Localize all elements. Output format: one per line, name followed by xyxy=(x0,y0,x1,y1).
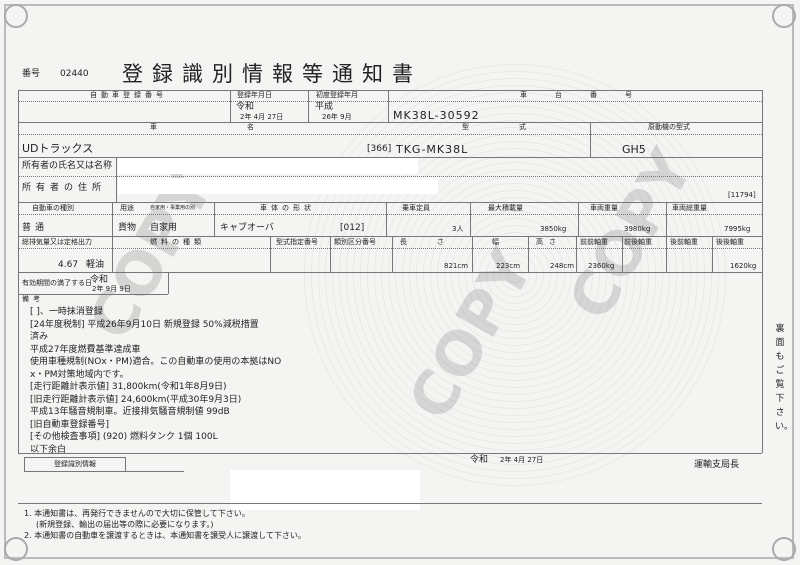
chassis-number: MK38L-30592 xyxy=(393,109,480,122)
rr-axle-value: 1620kg xyxy=(730,262,757,270)
model-label: 型式 xyxy=(462,123,576,131)
fuel-value: 軽油 xyxy=(86,260,105,270)
engine-type: GH5 xyxy=(622,143,646,156)
use-value: 貨物 xyxy=(118,223,137,233)
type-designation-label: 型式指定番号 xyxy=(276,238,318,246)
kind-value: 普通 xyxy=(22,223,49,233)
first-reg-label: 初度登録年月 xyxy=(316,91,358,99)
issuing-office: 運輸支局長 xyxy=(694,460,740,470)
displacement-value: 4.67 xyxy=(58,260,79,270)
corner-ornament-br xyxy=(772,537,796,561)
weight-label: 車両重量 xyxy=(590,204,618,212)
number-label: 番号 xyxy=(22,69,41,79)
max-load-value: 3850kg xyxy=(540,225,567,233)
owner-address-label: 所有者の住所 xyxy=(22,183,107,193)
kind-label: 自動車の種別 xyxy=(32,204,74,212)
length-value: 821cm xyxy=(444,262,469,270)
remarks-label: 備考 xyxy=(22,295,44,303)
remark-line: [旧走行距離計表示値] 24,600km(平成30年9月3日) xyxy=(30,394,242,405)
redacted-owner-name xyxy=(118,158,418,174)
corner-ornament-bl xyxy=(4,537,28,561)
remark-line: [その他検査事項] (920) 燃料タンク 1個 100L xyxy=(30,432,218,442)
body-code: [012] xyxy=(340,223,365,233)
body-value: キャブオーバ xyxy=(220,223,274,233)
weight-value: 3980kg xyxy=(624,225,651,233)
car-name-label: 車名 xyxy=(150,123,344,131)
owner-code: [11794] xyxy=(728,191,756,199)
private-value: 自家用 xyxy=(150,223,178,233)
remark-line: 済み xyxy=(30,332,49,342)
engine-type-label: 原動機の型式 xyxy=(648,123,690,131)
fr-axle-label: 前後軸重 xyxy=(624,238,652,246)
remark-line: 使用車種規制(NOx・PM)適合。この自動車の使用の本拠はNO xyxy=(30,357,282,367)
remark-line: [24年度税制] 平成26年9月10日 新規登録 50%減税措置 xyxy=(30,319,259,330)
chassis-label: 車台番号 xyxy=(520,91,660,99)
rr-axle-label: 後後軸重 xyxy=(716,238,744,246)
rf-axle-label: 後前軸重 xyxy=(670,238,698,246)
expiry-label: 有効期間の満了する日 xyxy=(22,279,92,287)
first-reg-era: 平成 xyxy=(315,102,334,112)
remarks-list: [ ]、一時抹消登録 [24年度税制] 平成26年9月10日 新規登録 50%減… xyxy=(30,306,281,456)
ff-axle-value: 2360kg xyxy=(588,262,615,270)
model-code: [366] xyxy=(367,144,392,154)
height-value: 248cm xyxy=(550,262,575,270)
remark-line: 以下余白 xyxy=(30,444,67,455)
capacity-label: 乗車定員 xyxy=(402,204,430,212)
footer-note-2: 2. 本通知書の自動車を譲渡するときは、本通知書を譲受人に譲渡して下さい。 xyxy=(24,531,306,540)
reg-date: 2年 4月 27日 xyxy=(240,113,284,121)
document-border xyxy=(4,4,794,559)
width-value: 223cm xyxy=(496,262,521,270)
redacted-owner-address xyxy=(118,178,438,194)
height-label: 高さ xyxy=(536,238,562,246)
maker-name: UDトラックス xyxy=(22,142,94,155)
use-label: 用途 xyxy=(120,204,134,212)
reg-no-label: 自動車登録番号 xyxy=(90,91,167,99)
remark-line: [旧自動車登録番号] xyxy=(30,419,110,430)
remark-line: 平成13年騒音規制車。近接排気騒音規制値 99dB xyxy=(30,407,230,417)
model-value: TKG-MK38L xyxy=(396,143,469,156)
body-label: 車体の形状 xyxy=(260,204,315,212)
issue-era: 令和 xyxy=(470,455,489,465)
remark-line: 平成27年度燃費基準達成車 xyxy=(30,344,141,355)
corner-ornament-tl xyxy=(4,4,28,28)
owner-name-label: 所有者の氏名又は名称 xyxy=(22,161,113,171)
width-label: 幅 xyxy=(492,238,499,246)
remark-line: [走行距離計表示値] 31,800km(令和1年8月9日) xyxy=(30,382,227,392)
total-weight-value: 7995kg xyxy=(724,225,751,233)
id-info-box: 登録識別情報 xyxy=(24,457,126,472)
reg-date-label: 登録年月日 xyxy=(237,91,272,99)
private-label: 自家用・事業用の別 xyxy=(150,205,196,211)
remark-line: [ ]、一時抹消登録 xyxy=(30,307,103,317)
footer-note-1: 1. 本通知書は、再発行できませんので大切に保管して下さい。 xyxy=(24,509,250,518)
remark-line: x・PM対策地域内です。 xyxy=(30,369,129,380)
expiry-era: 令和 xyxy=(90,275,109,285)
capacity-value: 3人 xyxy=(452,225,464,233)
length-label: 長さ xyxy=(400,238,474,246)
total-weight-label: 車両総重量 xyxy=(672,204,707,212)
first-reg-date: 26年 9月 xyxy=(322,113,352,121)
fuel-label: 燃料の種類 xyxy=(150,238,205,246)
footer-note-1-sub: (新規登録、輸出の届出等の際に必要になります。) xyxy=(36,520,214,529)
corner-ornament-tr xyxy=(772,4,796,28)
side-note: 裏面もご覧下さい。 xyxy=(775,324,794,432)
watermark-guilloche xyxy=(300,60,730,490)
max-load-label: 最大積載量 xyxy=(488,204,523,212)
category-label: 類別区分番号 xyxy=(334,238,376,246)
document-title: 登録識別情報等通知書 xyxy=(122,62,422,86)
redacted-area xyxy=(230,470,420,510)
expiry-date: 2年 9月 9日 xyxy=(92,285,131,293)
ff-axle-label: 前前軸重 xyxy=(580,238,608,246)
displacement-label: 総排気量又は定格出力 xyxy=(22,238,92,246)
document-number: 02440 xyxy=(60,69,89,79)
reg-era: 令和 xyxy=(236,102,255,112)
issue-date: 2年 4月 27日 xyxy=(500,456,544,464)
